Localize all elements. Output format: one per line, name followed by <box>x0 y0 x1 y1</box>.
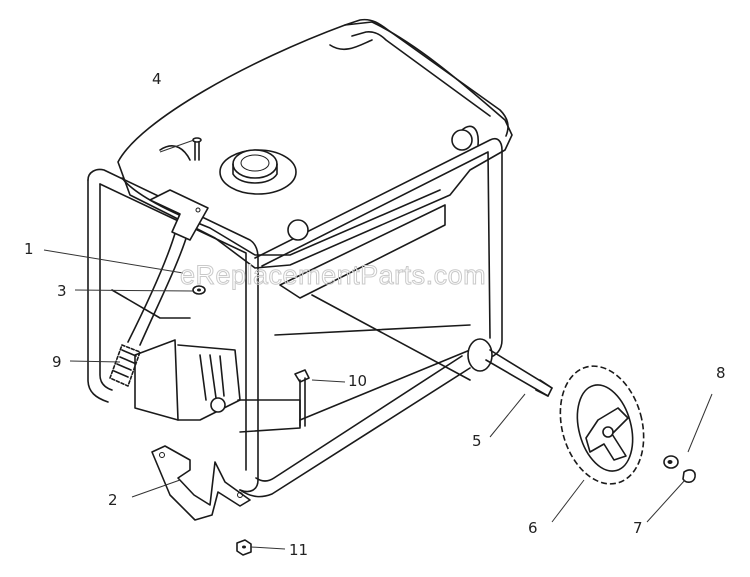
callout-8: 8 <box>716 364 726 382</box>
callout-3: 3 <box>57 282 67 300</box>
callout-9: 9 <box>52 353 62 371</box>
callout-10: 10 <box>348 372 367 390</box>
bolt-4 <box>192 137 202 161</box>
callout-2: 2 <box>108 491 118 509</box>
callout-7: 7 <box>633 519 643 537</box>
bolt-10 <box>294 369 310 427</box>
fuel-cap <box>219 149 297 195</box>
wheel-6 <box>559 365 645 485</box>
foot-bracket <box>151 445 251 521</box>
tank-bracket <box>149 189 209 241</box>
callout-5: 5 <box>472 432 482 450</box>
washer-8 <box>663 455 679 469</box>
fuel-hose <box>109 229 189 387</box>
engine <box>111 129 473 433</box>
callout-11: 11 <box>289 541 308 559</box>
generator-frame <box>87 18 509 498</box>
hitch-pin-7 <box>682 469 696 483</box>
callout-1: 1 <box>24 240 34 258</box>
watermark-text: eReplacementParts.com <box>180 260 486 290</box>
nut-11 <box>236 539 252 556</box>
nut-3 <box>192 285 206 295</box>
leader-lines <box>43 139 713 550</box>
axle-5 <box>467 338 553 397</box>
callout-6: 6 <box>528 519 538 537</box>
callout-4: 4 <box>152 70 162 88</box>
